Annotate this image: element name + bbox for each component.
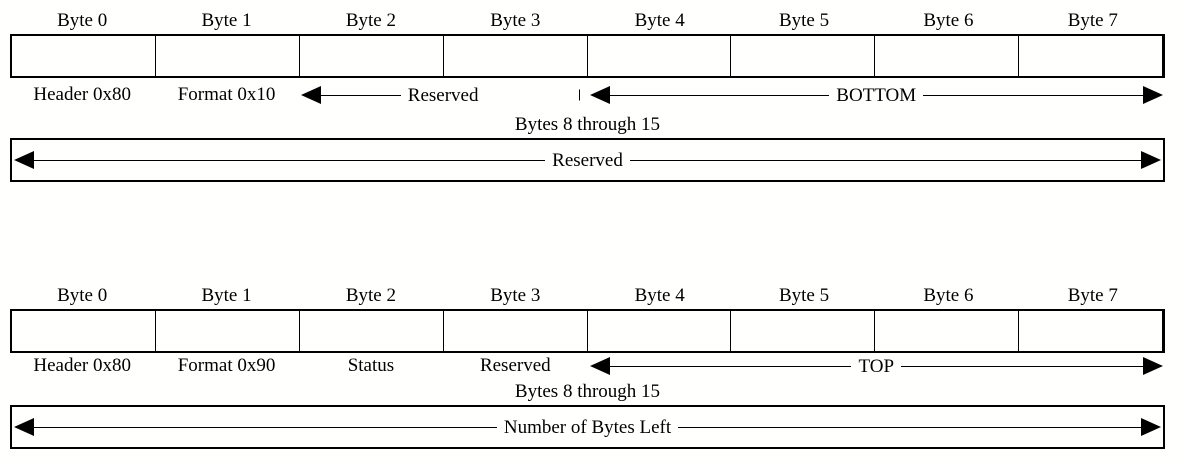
byte-header-label-6: Byte 6 — [923, 285, 974, 306]
arrow-right-icon — [1141, 151, 1161, 169]
byte-header-label-1: Byte 1 — [201, 10, 252, 31]
byte-header-label-3: Byte 3 — [490, 10, 541, 31]
byte-cell-3 — [444, 36, 588, 76]
byte-cell-5 — [731, 36, 876, 76]
continuation-section: Bytes 8 through 15 Number of Bytes Left — [10, 379, 1165, 449]
continuation-section: Bytes 8 through 15 Reserved — [10, 112, 1165, 182]
byte-header-label-4: Byte 4 — [634, 10, 685, 31]
byte-header-label-6: Byte 6 — [923, 10, 974, 31]
field-reserved: Reserved — [12, 140, 1163, 180]
byte-cell-0 — [12, 36, 156, 76]
byte-header-label-4: Byte 4 — [634, 285, 685, 306]
arrow-left-icon — [589, 86, 610, 104]
arrow-left-icon — [589, 357, 610, 375]
byte-header-row: Byte 0 Byte 1 Byte 2 Byte 3 Byte 4 Byte 5 Byte… — [10, 8, 1165, 34]
continuation-caption: Bytes 8 through 15 — [514, 114, 661, 135]
byte-header-label-7: Byte 7 — [1067, 10, 1118, 31]
byte-cell-3 — [444, 311, 588, 351]
field-label: Header 0x80 — [33, 84, 131, 105]
field-label: BOTTOM — [829, 85, 924, 105]
byte-header-label-7: Byte 7 — [1067, 285, 1118, 306]
field-label: Number of Bytes Left — [496, 417, 679, 437]
arrow-right-icon — [1141, 418, 1161, 436]
byte-header-row: Byte 0 Byte 1 Byte 2 Byte 3 Byte 4 Byte 5 Byte… — [10, 283, 1165, 309]
byte-header-label-0: Byte 0 — [57, 10, 108, 31]
field-label: Reserved — [479, 355, 551, 376]
byte-cell-6 — [875, 36, 1020, 76]
field-label: Format 0x10 — [177, 84, 276, 105]
arrow-left-icon — [14, 151, 34, 169]
field-label: Format 0x90 — [177, 355, 276, 376]
arrow-right-icon — [1143, 86, 1163, 104]
arrow-right-icon — [1143, 357, 1163, 375]
continuation-caption: Bytes 8 through 15 — [514, 381, 661, 402]
continuation-frame: Reserved — [10, 138, 1165, 182]
field-label: Status — [347, 355, 395, 376]
byte-cell-6 — [875, 311, 1020, 351]
byte-header-label-5: Byte 5 — [778, 285, 830, 306]
field-label: Header 0x80 — [33, 355, 131, 376]
byte-cell-5 — [731, 311, 876, 351]
byte-cell-7 — [1019, 36, 1163, 76]
byte-header-label-3: Byte 3 — [490, 285, 541, 306]
arrow-left-icon — [14, 418, 34, 436]
field-label: TOP — [851, 356, 902, 376]
packet-diagram-response-packet: Byte 0 Byte 1 Byte 2 Byte 3 Byte 4 Byte 5 Byte… — [10, 283, 1165, 449]
byte-cell-1 — [156, 36, 300, 76]
field-number-of-bytes-left: Number of Bytes Left — [12, 407, 1163, 447]
byte-header-label-2: Byte 2 — [345, 285, 396, 306]
field-label: Reserved — [400, 85, 486, 105]
byte-frame-row: Header 0x80 Format 0x90 Status Reserved TOP — [10, 309, 1165, 376]
byte-header-label-0: Byte 0 — [57, 285, 108, 306]
byte-cell-2 — [300, 311, 444, 351]
byte-header-label-5: Byte 5 — [778, 10, 830, 31]
continuation-frame: Number of Bytes Left — [10, 405, 1165, 449]
byte-cell-4 — [588, 311, 732, 351]
byte-frame-row: Header 0x80 Format 0x10 Reserved BOTTOM — [10, 34, 1165, 105]
packet-diagram-command-packet: Byte 0 Byte 1 Byte 2 Byte 3 Byte 4 Byte 5 Byte… — [10, 8, 1165, 182]
byte-cell-1 — [156, 311, 300, 351]
byte-cell-7 — [1019, 311, 1163, 351]
arrow-left-icon — [300, 86, 321, 104]
field-label: Reserved — [545, 150, 630, 170]
byte-header-label-1: Byte 1 — [201, 285, 252, 306]
byte-header-label-2: Byte 2 — [345, 10, 396, 31]
byte-cell-0 — [12, 311, 156, 351]
byte-cell-4 — [588, 36, 732, 76]
byte-cell-2 — [300, 36, 444, 76]
